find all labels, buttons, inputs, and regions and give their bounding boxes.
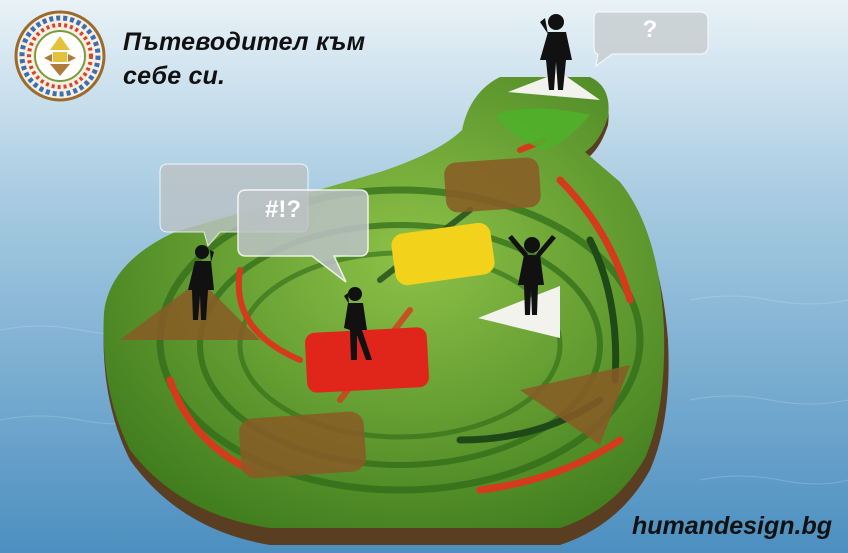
person-cheering-icon: [508, 235, 556, 315]
bubble-question-text: ?: [642, 16, 658, 43]
speech-bubble-icon: [159, 11, 709, 283]
bubble-exclaim: [237, 189, 369, 283]
person-thinking-icon: [540, 14, 572, 90]
person-thinking-middle: [344, 287, 372, 360]
bubble-exclaim-text: #!?: [265, 196, 301, 223]
bubble-question: [593, 11, 709, 68]
center-g-yellow: [391, 222, 495, 286]
center-ajna-brown: [444, 157, 541, 213]
mandala-logo-icon: [14, 10, 106, 102]
person-thinking-left: [188, 245, 214, 320]
page-title-line-1: Пътеводител към: [123, 28, 366, 56]
center-solar-brown: [520, 365, 630, 445]
site-url: humandesign.bg: [632, 512, 832, 540]
center-root-brown: [239, 411, 366, 479]
center-ego-white: [478, 286, 560, 338]
page-title-line-2: себе си.: [123, 62, 226, 90]
center-spleen-brown: [120, 280, 260, 340]
center-head-green: [495, 108, 590, 150]
